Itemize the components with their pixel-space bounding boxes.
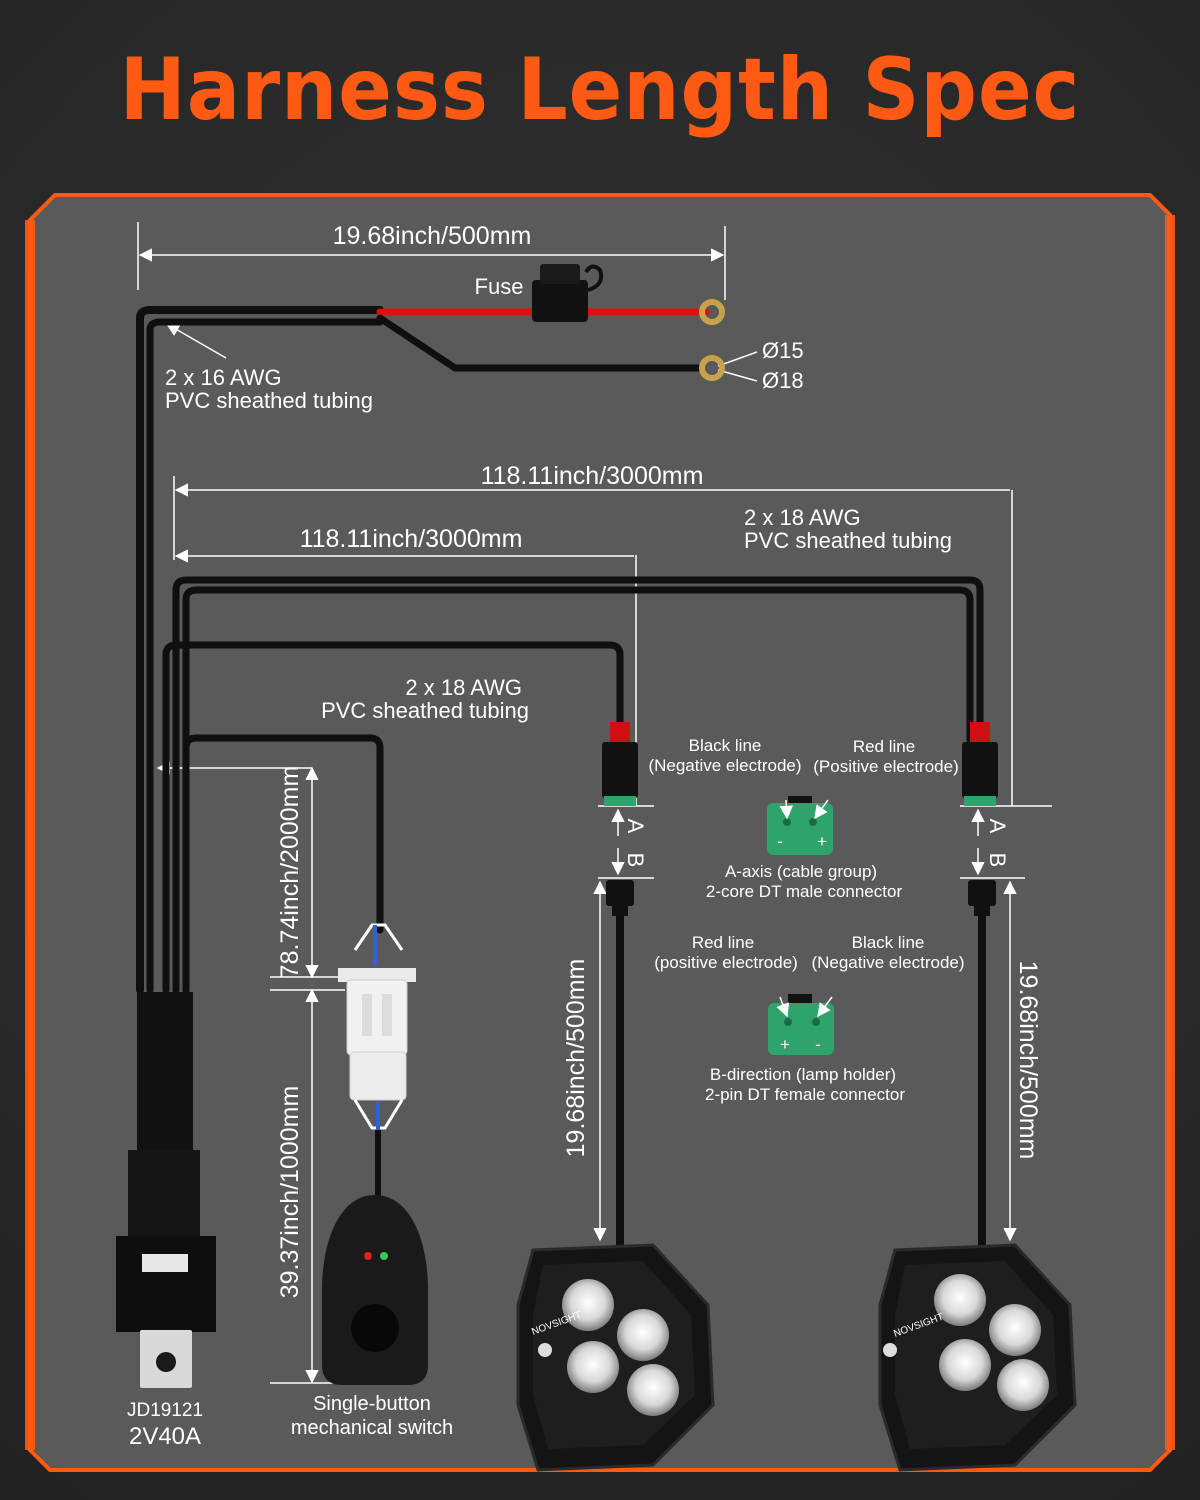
switch-button <box>351 1304 399 1352</box>
dt-female-right <box>968 880 996 916</box>
conn-a-caption-line2: 2-core DT male connector <box>706 882 903 901</box>
fuse-label: Fuse <box>475 274 524 299</box>
conn-b-red-line: Red line <box>692 933 754 952</box>
ring-small-label: Ø15 <box>762 338 804 363</box>
conn-b-minus: - <box>815 1035 821 1054</box>
mechanical-switch <box>322 1195 428 1385</box>
connector-a-face <box>767 796 833 855</box>
lamp-right: NOVSIGHT <box>878 1243 1077 1472</box>
switch-green-led <box>380 1252 388 1260</box>
conn-a-minus: - <box>777 832 783 851</box>
dim-long-run-left: 118.11inch/3000mm <box>300 525 523 553</box>
dim-switch-tail: 39.37inch/1000mm <box>276 1086 304 1299</box>
switch-connector <box>338 923 416 1130</box>
wire-bundle <box>136 306 986 1259</box>
awg18-top-line1: 2 x 18 AWG <box>744 505 861 530</box>
conn-b-plus: + <box>780 1035 790 1054</box>
dim-lamp-right: 19.68inch/500mm <box>1014 961 1042 1160</box>
relay <box>116 992 216 1388</box>
conn-b-caption-line1: B-direction (lamp holder) <box>710 1065 896 1084</box>
conn-a-red-desc: (Positive electrode) <box>813 757 959 776</box>
axis-a-right: A <box>985 819 1010 834</box>
fuse-holder <box>532 264 604 322</box>
switch-label-line1: Single-button <box>313 1393 431 1415</box>
conn-a-red-line: Red line <box>853 737 915 756</box>
dt-female-left <box>606 880 634 916</box>
conn-a-caption-line1: A-axis (cable group) <box>725 862 877 881</box>
conn-b-red-desc: (positive electrode) <box>654 953 798 972</box>
awg16-label-line1: 2 x 16 AWG <box>165 365 282 390</box>
awg16-label-line2: PVC sheathed tubing <box>165 388 373 413</box>
conn-a-black-desc: (Negative electrode) <box>648 756 801 775</box>
axis-b-right: B <box>985 853 1010 868</box>
relay-code: JD19121 <box>127 1400 203 1421</box>
dt-male-right <box>962 722 998 806</box>
conn-a-plus: + <box>817 832 827 851</box>
page-title: Harness Length Spec <box>119 40 1081 140</box>
conn-b-black-line: Black line <box>852 933 925 952</box>
dim-lamp-left: 19.68inch/500mm <box>562 959 590 1158</box>
conn-b-black-desc: (Negative electrode) <box>811 953 964 972</box>
awg18-top-line2: PVC sheathed tubing <box>744 528 952 553</box>
connector-b-face <box>768 994 834 1055</box>
switch-label-line2: mechanical switch <box>291 1417 453 1439</box>
dt-male-left <box>602 722 638 806</box>
conn-b-caption-line2: 2-pin DT female connector <box>705 1085 905 1104</box>
lamp-left: NOVSIGHT <box>516 1243 715 1472</box>
awg18-mid-line1: 2 x 18 AWG <box>405 675 522 700</box>
relay-rating: 2V40A <box>129 1423 201 1450</box>
ring-terminal-fuse <box>699 299 725 325</box>
conn-a-black-line: Black line <box>689 736 762 755</box>
dim-switch-run: 78.74inch/2000mm <box>276 766 304 979</box>
axis-b-left: B <box>623 853 648 868</box>
dim-fuse-branch: 19.68inch/500mm <box>333 222 532 250</box>
awg18-mid-line2: PVC sheathed tubing <box>321 698 529 723</box>
ring-large-label: Ø18 <box>762 368 804 393</box>
dim-long-run-right: 118.11inch/3000mm <box>481 462 704 490</box>
axis-a-left: A <box>623 819 648 834</box>
ring-terminal-ground <box>699 355 725 381</box>
switch-red-led <box>364 1252 372 1260</box>
